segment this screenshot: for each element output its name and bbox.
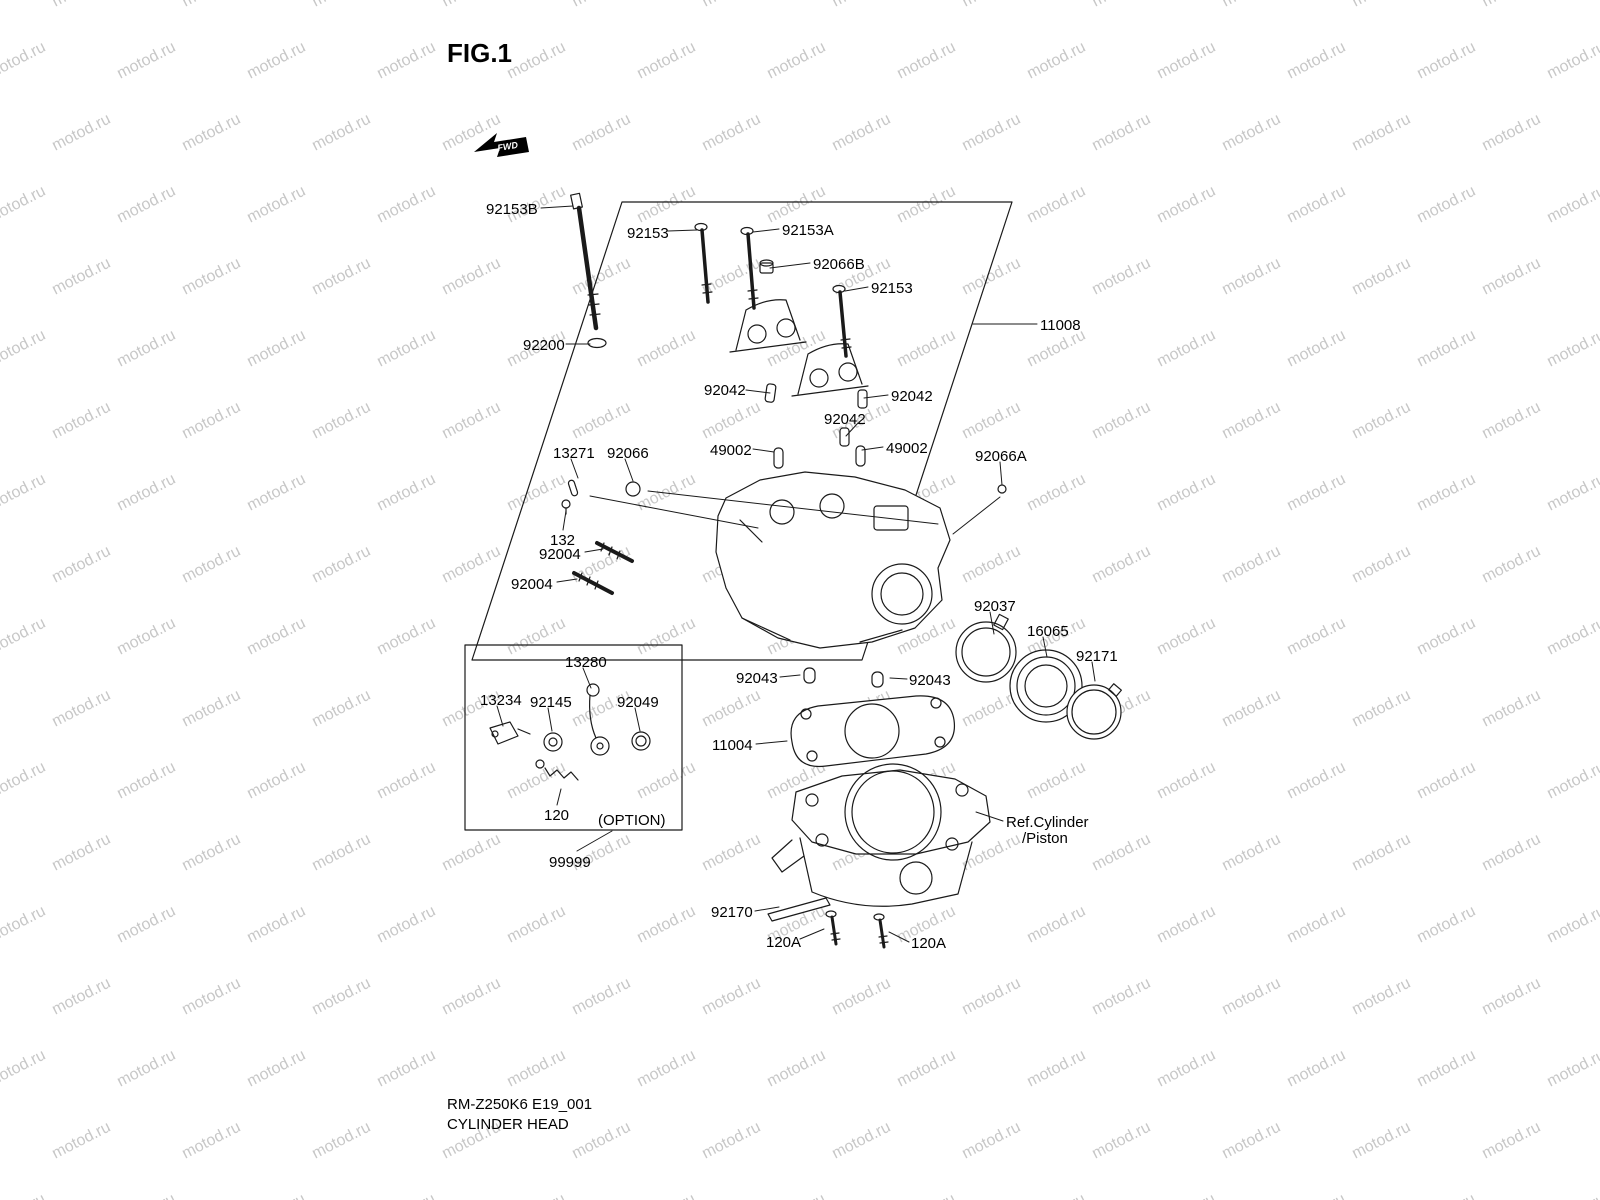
part-label-92042-2: 92042 [891,388,933,405]
part-label-49002-2: 49002 [886,440,928,457]
option-part-13280 [586,683,610,756]
bolt-92153-1 [694,222,713,304]
bolt-120a-left [825,910,841,946]
figure-title: FIG.1 [447,38,513,68]
part-label-49002-1: 49002 [710,442,752,459]
cylinder-head-body [715,471,951,649]
plug-92066 [625,481,641,497]
option-part-92049 [631,731,651,751]
part-label-92004-2: 92004 [511,576,553,593]
part-label-92170: 92170 [711,904,753,921]
part-label-92049: 92049 [617,694,659,711]
guide-92042-right [857,389,868,409]
option-box [464,644,683,831]
part-label-92043-2: 92043 [909,672,951,689]
leader-lines [496,205,1096,943]
part-label-92200: 92200 [523,337,565,354]
head-gasket-11004 [790,695,956,768]
part-label-92153-2: 92153 [871,280,913,297]
footer-code: RM-Z250K6 E19_001 [447,1096,593,1113]
part-label-13271: 13271 [553,445,595,462]
bolt-92153-2 [832,284,852,358]
bolt-92153a [740,226,759,310]
bolt-120a-right [873,913,889,949]
footer-title: CYLINDER HEAD [447,1116,569,1133]
washer-92200 [587,337,607,349]
cam-cap-lower [791,343,869,397]
part-label-120: 120 [544,807,570,824]
option-part-92145 [543,732,563,752]
part-label-92004-1: 92004 [539,546,581,563]
part-label-92066: 92066 [607,445,649,462]
part-label-13234: 13234 [480,692,522,709]
option-part-13234 [489,721,531,745]
stud-92004-upper [595,541,634,563]
part-label-92153-1: 92153 [627,225,669,242]
fwd-label: FWD [497,140,519,153]
part-label-92145: 92145 [530,694,572,711]
part-label-16065: 16065 [1027,623,1069,640]
dowel-92043-right [871,671,884,688]
bolt-92153b [570,192,601,331]
part-label-13280: 13280 [565,654,607,671]
stud-92004-lower [572,571,614,595]
plug-92066a [997,484,1007,494]
part-label-92066a: 92066A [975,448,1027,465]
clamp-92037 [955,613,1017,683]
part-label-11004: 11004 [712,737,753,754]
part-label-92037: 92037 [974,598,1016,615]
part-label-92066b: 92066B [813,256,865,273]
dowel-49002-right [855,445,866,467]
clamp-92171 [1066,683,1123,740]
part-label-120a-2: 120A [911,935,947,952]
part-label-92042-3: 92042 [824,411,866,428]
pin-13271 [567,479,579,497]
part-label-92171: 92171 [1076,648,1118,665]
ref-cylinder-label: Ref.Cylinder [1006,814,1089,831]
fwd-marker: FWD [474,133,529,157]
part-label-92153b: 92153B [486,201,538,218]
dowel-92043-left [803,667,816,684]
part-label-120a-1: 120A [766,934,802,951]
bracket-92170 [767,897,831,922]
part-label-92043-1: 92043 [736,670,778,687]
part-label-92153a: 92153A [782,222,834,239]
ref-piston-label: /Piston [1022,830,1068,847]
part-label-92042-1: 92042 [704,382,746,399]
guide-92042-mid [839,427,850,447]
option-caption: (OPTION) [598,812,666,829]
part-label-99999: 99999 [549,854,591,871]
cap-92066b [759,259,774,274]
group-box-11008 [471,201,1013,661]
part-label-11008: 11008 [1040,317,1081,334]
part-label-132: 132 [550,532,576,549]
option-part-120 [535,759,579,781]
ref-cylinder [771,763,991,907]
dowel-49002-left [773,447,784,469]
cam-cap-upper [729,299,807,353]
